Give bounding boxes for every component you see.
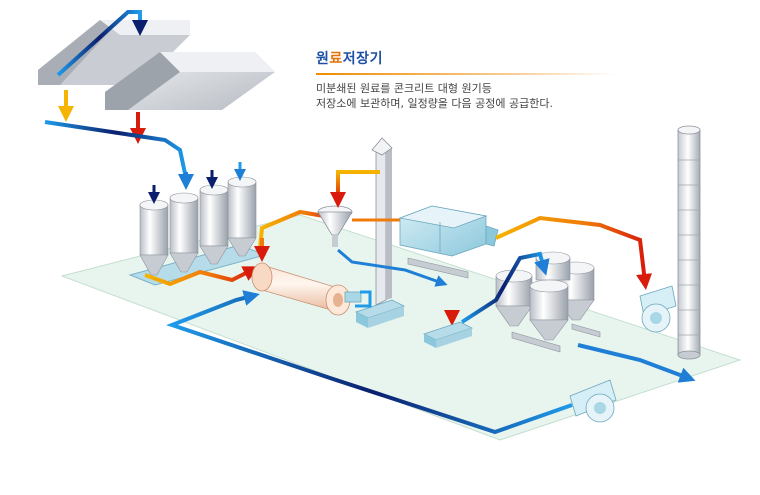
raw-mill [251, 262, 362, 316]
caption-title-part: 료 [329, 51, 343, 67]
circulation-fan [569, 379, 617, 423]
separator-funnel [317, 205, 353, 247]
silo-to-mill-flow [144, 266, 260, 287]
mill-to-elevator-flow [355, 290, 372, 308]
collector-exhaust-line [495, 215, 652, 290]
elevator-to-separator-flow [330, 170, 380, 208]
exhaust-stack [677, 125, 701, 360]
caption-title: 원료저장기 [316, 48, 736, 73]
pile-to-silo-conveyor [44, 120, 188, 179]
caption: 원료저장기 미분쇄된 원료를 콘크리트 대형 원기등 저장소에 보관하며, 일정… [316, 48, 736, 111]
homogenizing-output-flow [577, 343, 696, 383]
caption-title-part: 저 [342, 51, 357, 67]
homogenizing-feed-line [460, 251, 550, 324]
caption-title-part: 원 [316, 51, 330, 67]
caption-underline [316, 73, 616, 75]
elevator-feed-bin [354, 299, 406, 328]
collector-bin [422, 321, 474, 348]
dust-collector [398, 205, 499, 279]
circulation-loop-line [166, 290, 573, 435]
caption-line-1: 미분쇄된 원료를 콘크리트 대형 원기등 [316, 82, 492, 95]
separator-fine-output [337, 248, 448, 287]
caption-description: 미분쇄된 원료를 콘크리트 대형 원기등 저장소에 보관하며, 일정량을 다음 … [316, 81, 736, 111]
homogenizing-silos [495, 251, 601, 353]
exhaust-fan [639, 285, 677, 333]
caption-title-part: 기 [369, 51, 383, 67]
raw-material-silos [139, 176, 257, 276]
caption-line-2: 저장소에 보관하며, 일정량을 다음 공정에 공급한다. [316, 97, 553, 110]
caption-title-part: 장 [356, 51, 370, 67]
raw-material-pile-right [105, 52, 275, 110]
